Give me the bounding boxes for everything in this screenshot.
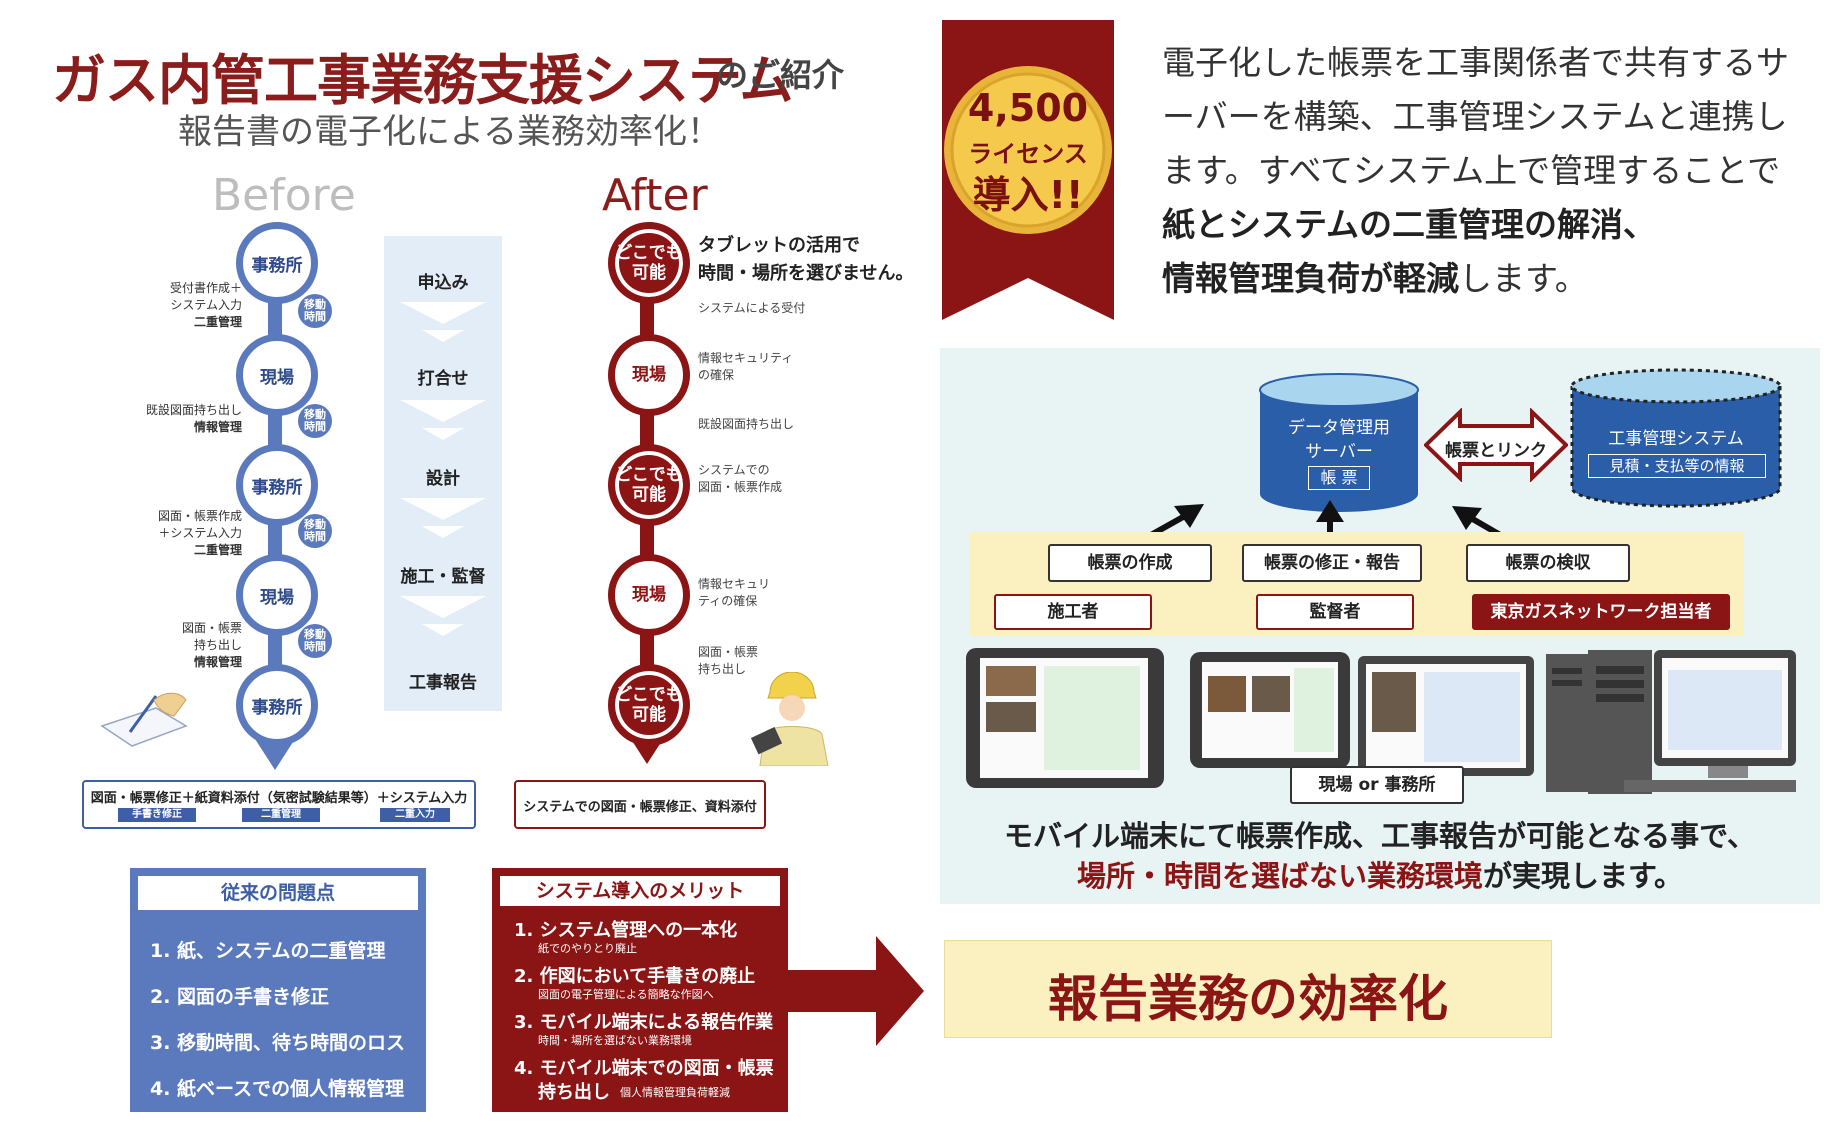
page-title: ガス内管工事業務支援システム <box>52 49 793 112</box>
move-time-badge-1: 移動時間 <box>298 294 332 328</box>
link-label: 帳票とリンク <box>1445 441 1547 461</box>
before-node-site-2: 現場 <box>236 554 318 636</box>
tag-double-input: 二重入力 <box>380 808 450 822</box>
server-label: データ管理用サーバー <box>1288 418 1390 462</box>
before-node-office-1: 事務所 <box>236 222 318 304</box>
page-subtitle: 報告書の電子化による業務効率化！ <box>178 112 721 152</box>
before-node-office-3: 事務所 <box>236 664 318 746</box>
problems-header: 従来の問題点 <box>138 876 418 910</box>
after-note-1: システムによる受付 <box>698 301 806 315</box>
tag-handwritten: 手書き修正 <box>118 808 196 822</box>
step-design: 設計 <box>426 469 460 489</box>
merit-item: 3. モバイル端末による報告作業 <box>514 1012 774 1033</box>
merit-item-cont: 持ち出し <box>538 1082 610 1103</box>
problem-item: 2. 図面の手書き修正 <box>150 986 330 1008</box>
role-supervisor: 監督者 <box>1256 594 1414 630</box>
management-system-title: 工事管理システム <box>1608 429 1744 449</box>
after-node-site-1: 現場 <box>608 334 690 416</box>
server-database-icon <box>1259 373 1419 512</box>
move-time-badge-4: 移動時間 <box>298 624 332 658</box>
move-time-badge-2: 移動時間 <box>298 404 332 438</box>
badge-introduced: 導入!! <box>972 173 1084 217</box>
problems-box: 従来の問題点 1. 紙、システムの二重管理 2. 図面の手書き修正 3. 移動時… <box>130 868 426 1112</box>
handwriting-icon <box>100 692 188 747</box>
after-node-site-2: 現場 <box>608 554 690 636</box>
management-system-icon <box>1570 368 1782 508</box>
before-node-office-2: 事務所 <box>236 444 318 526</box>
license-badge <box>942 20 1114 320</box>
management-system-tag: 見積・支払等の情報 <box>1588 454 1766 478</box>
action-inspect: 帳票の検収 <box>1466 544 1630 582</box>
action-revise: 帳票の修正・報告 <box>1242 544 1422 582</box>
before-node-site-1: 現場 <box>236 334 318 416</box>
step-construction: 施工・監督 <box>400 567 486 587</box>
step-meeting: 打合せ <box>417 369 469 389</box>
before-process-box: 図面・帳票修正＋紙資料添付（気密試験結果等）＋システム入力 手書き修正 二重管理… <box>82 780 476 829</box>
after-node-anywhere-1: どこでも可能 <box>608 222 690 304</box>
merit-sub: 図面の電子管理による簡略な作図へ <box>538 988 714 1001</box>
problem-item: 3. 移動時間、待ち時間のロス <box>150 1032 406 1054</box>
after-node-anywhere-2: どこでも可能 <box>608 444 690 526</box>
after-label: After <box>602 170 708 221</box>
merit-sub: 紙でのやりとり廃止 <box>538 942 637 955</box>
before-note-1: 受付書作成＋システム入力二重管理 <box>169 281 242 329</box>
step-application: 申込み <box>417 273 469 293</box>
server-tag: 帳 票 <box>1308 466 1370 490</box>
after-process-box: システムでの図面・帳票修正、資料添付 <box>514 780 766 829</box>
after-note-6: 図面・帳票持ち出し <box>698 645 759 676</box>
worker-icon <box>750 672 829 766</box>
role-contractor: 施工者 <box>994 594 1152 630</box>
problem-item: 1. 紙、システムの二重管理 <box>150 940 386 962</box>
merit-item: 2. 作図において手書きの廃止 <box>514 966 756 987</box>
problem-item: 4. 紙ベースでの個人情報管理 <box>150 1078 405 1100</box>
after-note-3: 既設図面持ち出し <box>698 417 795 431</box>
merit-item: 1. システム管理への一本化 <box>514 920 738 941</box>
after-note-2: 情報セキュリティの確保 <box>698 351 794 382</box>
badge-count: 4,500 <box>967 86 1089 130</box>
tag-double-management: 二重管理 <box>242 808 320 822</box>
mobile-benefit-text: モバイル端末にて帳票作成、工事報告が可能となる事で、場所・時間を選ばない業務環境… <box>1004 819 1756 893</box>
devices-illustration <box>966 648 1796 794</box>
merit-sub: 個人情報管理負荷軽減 <box>620 1086 730 1099</box>
merits-header: システム導入のメリット <box>500 876 780 906</box>
merit-sub: 時間・場所を選ばない業務環境 <box>538 1034 692 1047</box>
after-note-5: 情報セキュリティの確保 <box>698 577 771 608</box>
step-report: 工事報告 <box>409 673 477 693</box>
page-title-suffix: のご紹介 <box>716 56 845 94</box>
after-headline: タブレットの活用で時間・場所を選びません。 <box>698 235 914 284</box>
after-note-4: システムでの図面・帳票作成 <box>698 463 783 494</box>
result-text: 報告業務の効率化 <box>1048 970 1448 1028</box>
system-description: 電子化した帳票を工事関係者で共有するサーバーを構築、工事管理システムと連携します… <box>1162 43 1789 298</box>
result-arrow-icon <box>788 936 924 1046</box>
role-tokyo-gas: 東京ガスネットワーク担当者 <box>1472 594 1730 630</box>
before-label: Before <box>212 170 356 221</box>
location-label: 現場 or 事務所 <box>1290 766 1464 804</box>
before-note-2: 既設図面持ち出し情報管理 <box>145 403 242 434</box>
action-create: 帳票の作成 <box>1048 544 1212 582</box>
process-steps: 申込み 打合せ 設計 施工・監督 工事報告 <box>384 236 502 711</box>
merit-item: 4. モバイル端末での図面・帳票 <box>514 1058 774 1079</box>
result-box: 報告業務の効率化 <box>944 940 1552 1038</box>
before-note-3: 図面・帳票作成＋システム入力二重管理 <box>157 509 242 557</box>
badge-license: ライセンス <box>968 140 1088 168</box>
merits-box: システム導入のメリット 1. システム管理への一本化 紙でのやりとり廃止 2. … <box>492 868 788 1112</box>
before-note-4: 図面・帳票持ち出し情報管理 <box>181 621 242 669</box>
after-node-anywhere-3: どこでも可能 <box>608 664 690 746</box>
link-double-arrow-icon <box>1424 408 1568 482</box>
move-time-badge-3: 移動時間 <box>298 514 332 548</box>
